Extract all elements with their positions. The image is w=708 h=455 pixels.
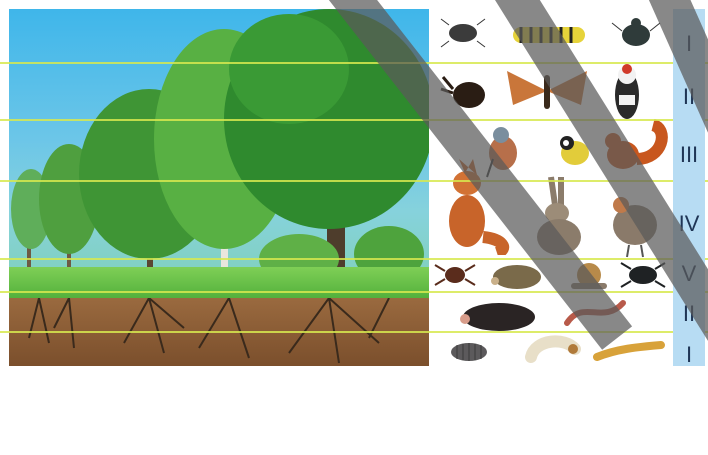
grass-layer [9, 267, 429, 301]
layer-label: III [673, 142, 705, 168]
tick-icon [433, 259, 477, 291]
layer-label: I [673, 342, 705, 368]
beetle-icon [609, 13, 663, 53]
band-divider [0, 258, 708, 260]
grub-icon [525, 335, 581, 365]
band-divider [0, 180, 708, 182]
mole-icon [455, 297, 539, 335]
band-divider [0, 62, 708, 64]
woodlouse-icon [445, 339, 493, 365]
weevil-icon [439, 15, 487, 51]
